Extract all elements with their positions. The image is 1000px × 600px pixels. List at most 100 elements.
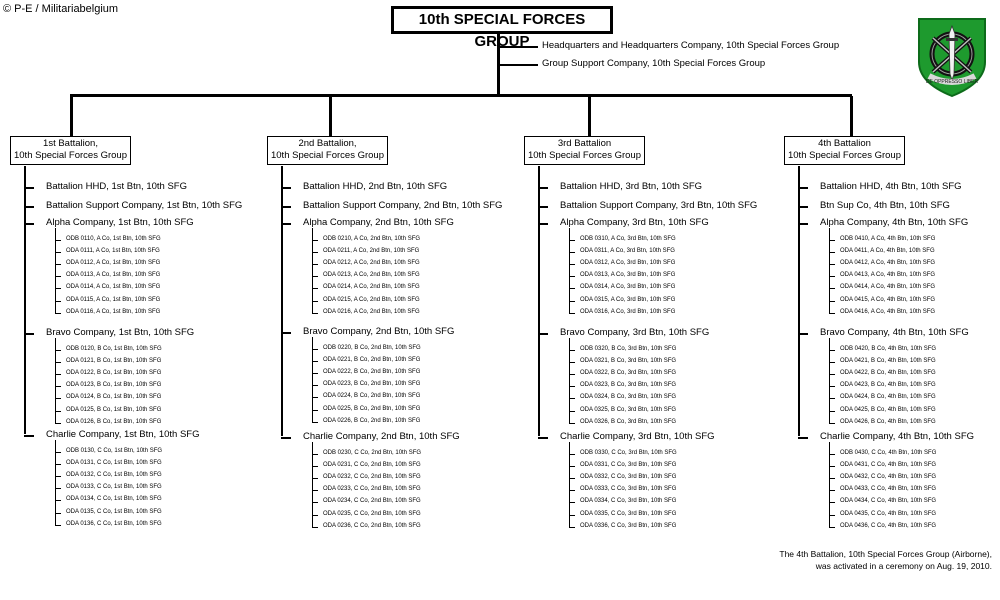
team-tick <box>569 288 575 290</box>
team-tick <box>569 398 575 400</box>
company-spine-line <box>829 228 830 313</box>
company-label: Bravo Company, 4th Btn, 10th SFG <box>820 327 969 338</box>
team-tick <box>312 409 318 411</box>
team-tick <box>569 312 575 314</box>
team-label: ODA 0213, A Co, 2nd Btn, 10th SFG <box>323 272 420 279</box>
team-tick <box>55 524 61 526</box>
team-label: ODA 0411, A Co, 4th Btn, 10th SFG <box>840 248 935 255</box>
team-tick <box>569 478 575 480</box>
battalion-spine-line <box>538 166 540 436</box>
battalion-drop-line <box>850 96 853 136</box>
team-tick <box>55 288 61 290</box>
team-tick <box>312 397 318 399</box>
company-spine-line <box>312 228 313 313</box>
group-title: 10th SPECIAL FORCES GROUP <box>391 6 613 50</box>
footnote-line-2: was activated in a ceremony on Aug. 19, … <box>815 561 992 571</box>
team-label: ODA 0321, B Co, 3rd Btn, 10th SFG <box>580 358 677 365</box>
team-tick <box>55 276 61 278</box>
group-support-company-label: Group Support Company, 10th Special Forc… <box>542 58 766 69</box>
team-tick <box>829 350 835 351</box>
branch-tick <box>538 437 548 439</box>
trunk-line <box>497 34 500 96</box>
team-label: ODA 0214, A Co, 2nd Btn, 10th SFG <box>323 284 420 291</box>
company-spine-line <box>55 228 56 313</box>
team-label: ODA 0322, B Co, 3rd Btn, 10th SFG <box>580 370 677 377</box>
team-tick <box>829 502 835 504</box>
company-label: Charlie Company, 4th Btn, 10th SFG <box>820 431 975 442</box>
team-tick <box>55 422 61 424</box>
team-label: ODA 0414, A Co, 4th Btn, 10th SFG <box>840 284 936 291</box>
team-label: ODA 0215, A Co, 2nd Btn, 10th SFG <box>323 296 420 303</box>
team-label: ODA 0234, C Co, 2nd Btn, 10th SFG <box>323 498 421 505</box>
branch-tick <box>538 206 548 208</box>
team-label: ODA 0136, C Co, 1st Btn, 10th SFG <box>66 520 162 527</box>
battalion-hhd-label: Battalion HHD, 3rd Btn, 10th SFG <box>560 181 703 192</box>
battalion-hhd-label: Battalion HHD, 4th Btn, 10th SFG <box>820 181 962 192</box>
team-label: ODA 0216, A Co, 2nd Btn, 10th SFG <box>323 308 420 315</box>
team-tick <box>55 350 61 351</box>
team-label: ODA 0331, C Co, 3rd Btn, 10th SFG <box>580 462 677 469</box>
team-label: ODA 0133, C Co, 1st Btn, 10th SFG <box>66 484 162 491</box>
team-tick <box>569 252 575 254</box>
team-label: ODA 0123, B Co, 1st Btn, 10th SFG <box>66 382 162 389</box>
team-label: ODA 0323, B Co, 3rd Btn, 10th SFG <box>580 382 677 389</box>
team-label: ODA 0436, C Co, 4th Btn, 10th SFG <box>840 522 937 529</box>
battalion-support-label: Battalion Support Company, 2nd Btn, 10th… <box>303 200 503 211</box>
team-tick <box>312 264 318 266</box>
team-tick <box>829 398 835 400</box>
team-label: ODA 0424, B Co, 4th Btn, 10th SFG <box>840 394 936 401</box>
gsc-connector-line <box>500 64 538 66</box>
battalion-hhd-label: Battalion HHD, 1st Btn, 10th SFG <box>46 181 187 192</box>
team-label: ODA 0112, A Co, 1st Btn, 10th SFG <box>66 260 161 267</box>
team-tick <box>55 410 61 412</box>
battalion-title-line-1: 1st Battalion, <box>43 138 98 149</box>
team-label: ODB 0110, A Co, 1st Btn, 10th SFG <box>66 236 161 242</box>
team-label: ODA 0412, A Co, 4th Btn, 10th SFG <box>840 260 936 267</box>
team-tick <box>55 252 61 254</box>
branch-tick <box>798 333 808 335</box>
team-tick <box>569 466 575 468</box>
team-tick <box>312 526 318 528</box>
battalion-title-line-1: 4th Battalion <box>818 138 871 149</box>
company-label: Charlie Company, 1st Btn, 10th SFG <box>46 429 200 440</box>
company-spine-line <box>829 338 830 423</box>
team-label: ODA 0421, B Co, 4th Btn, 10th SFG <box>840 358 936 365</box>
team-tick <box>829 478 835 480</box>
team-label: ODA 0432, C Co, 4th Btn, 10th SFG <box>840 474 937 481</box>
team-label: ODA 0425, B Co, 4th Btn, 10th SFG <box>840 406 936 413</box>
team-label: ODA 0336, C Co, 3rd Btn, 10th SFG <box>580 522 677 529</box>
company-spine-line <box>312 337 313 422</box>
team-label: ODA 0111, A Co, 1st Btn, 10th SFG <box>66 248 160 255</box>
branch-tick <box>24 187 34 189</box>
team-tick <box>55 374 61 376</box>
team-label: ODA 0221, B Co, 2nd Btn, 10th SFG <box>323 357 421 364</box>
battalion-drop-line <box>588 96 591 136</box>
team-label: ODA 0124, B Co, 1st Btn, 10th SFG <box>66 394 162 401</box>
team-label: ODA 0114, A Co, 1st Btn, 10th SFG <box>66 284 161 291</box>
battalion-support-label: Battalion Support Company, 1st Btn, 10th… <box>46 200 243 211</box>
team-tick <box>55 488 61 490</box>
branch-tick <box>24 333 34 335</box>
branch-tick <box>281 223 291 225</box>
battalion-support-label: Battalion Support Company, 3rd Btn, 10th… <box>560 200 758 211</box>
team-label: ODA 0316, A Co, 3rd Btn, 10th SFG <box>580 308 676 315</box>
team-label: ODA 0121, B Co, 1st Btn, 10th SFG <box>66 358 162 365</box>
team-tick <box>569 350 575 351</box>
company-spine-line <box>829 442 830 527</box>
team-label: ODA 0113, A Co, 1st Btn, 10th SFG <box>66 272 161 279</box>
team-tick <box>312 478 318 480</box>
battalion-box: 1st Battalion,10th Special Forces Group <box>10 136 131 165</box>
team-label: ODA 0335, C Co, 3rd Btn, 10th SFG <box>580 510 677 517</box>
company-spine-line <box>55 440 56 525</box>
image-credit: © P-E / Militariabelgium <box>3 3 119 15</box>
company-label: Alpha Company, 4th Btn, 10th SFG <box>820 217 969 228</box>
branch-tick <box>24 206 34 208</box>
team-label: ODA 0134, C Co, 1st Btn, 10th SFG <box>66 496 162 503</box>
activation-footnote: The 4th Battalion, 10th Special Forces G… <box>779 548 992 572</box>
team-tick <box>569 276 575 278</box>
company-label: Charlie Company, 3rd Btn, 10th SFG <box>560 431 715 442</box>
battalion-spine-line <box>798 166 800 436</box>
company-spine-line <box>569 442 570 527</box>
special-forces-insignia-logo: DE OPPRESSO LIBER <box>915 16 989 103</box>
